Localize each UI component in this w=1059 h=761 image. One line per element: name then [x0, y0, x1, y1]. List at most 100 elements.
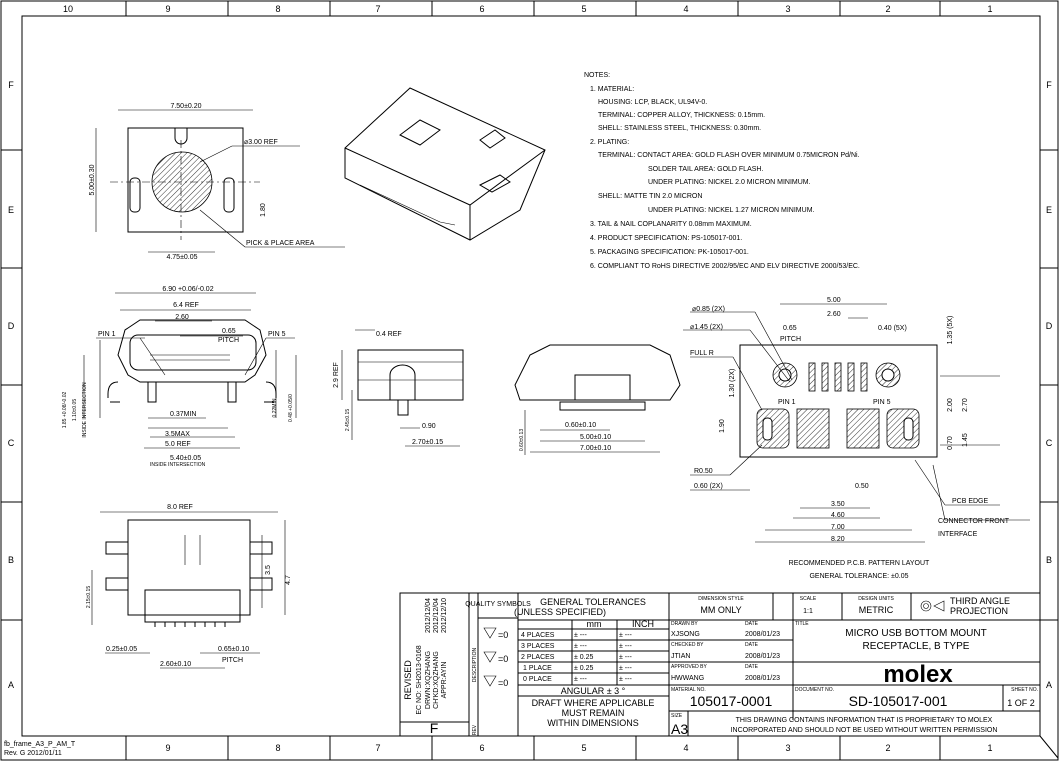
note-line: SHELL: MATTE TIN 2.0 MICRON: [598, 193, 702, 200]
dim-circle: ⌀3.00 REF: [244, 139, 278, 146]
pin1-label: PIN 1: [98, 331, 116, 338]
draft-line: MUST REMAIN: [562, 708, 625, 718]
inside-intersection-label: INSIDE INTERSECTION: [82, 382, 88, 438]
dim-d190: 1.90: [719, 419, 726, 433]
zone-row-a: A: [8, 680, 14, 690]
tolerance-mm: ± 0.25: [574, 665, 594, 672]
frame-template-name: fb_frame_A3_P_AM_T: [4, 741, 76, 748]
zone-col-3-bottom: 3: [785, 743, 790, 753]
note-line: 6. COMPLIANT TO RoHS DIRECTIVE 2002/95/E…: [590, 263, 860, 270]
notes-heading: NOTES:: [584, 72, 610, 79]
angular-tolerance: ANGULAR ± 3 °: [561, 686, 626, 696]
dim-d145b: 1.45: [962, 433, 969, 447]
zone-col-1: 1: [987, 4, 992, 14]
rev-line: EC NO: SH2013-0168: [416, 645, 423, 714]
note-line: UNDER PLATING: NICKEL 1.27 MICRON MINIMU…: [648, 207, 815, 214]
rear-view: 0.60±0.10 5.00±0.10 7.00±0.10 0.60±0.13: [514, 344, 681, 455]
tolerance-places: 4 PLACES: [521, 632, 555, 639]
dim-ref: 6.4 REF: [173, 302, 199, 309]
checked-by-label: CHECKED BY: [671, 642, 704, 648]
zone-row-b: B: [8, 555, 14, 565]
rev-date: 2012/12/10: [441, 598, 448, 633]
tolerance-places: 0 PLACE: [523, 676, 552, 683]
dim-t2: 0.48 +0.05/0: [288, 394, 294, 422]
dim-d270: 2.70±0.15: [412, 439, 443, 446]
projection-line: PROJECTION: [950, 606, 1008, 616]
title-block: REVISED EC NO: SH2013-0168 DRWN:XQZHANG …: [399, 592, 1041, 737]
tolerance-inch: ± ---: [619, 676, 632, 683]
unit-inch: INCH: [632, 619, 654, 629]
dim-pitch065: 0.65: [783, 325, 797, 332]
note-line: HOUSING: LCP, BLACK, UL94V-0.: [598, 99, 707, 106]
tolerance-places: 1 PLACE: [523, 665, 552, 672]
dim-d260: 2.60: [827, 311, 841, 318]
pcb-edge-label: PCB EDGE: [952, 498, 989, 505]
dim-d260: 2.60±0.10: [160, 661, 191, 668]
document-no: SD-105017-001: [849, 693, 948, 709]
dim-d460: 4.60: [831, 512, 845, 519]
description-label: DESCRIPTION: [472, 648, 478, 683]
dim-pins-span: 2.60: [175, 314, 189, 321]
dim-d145: ⌀1.45 (2X): [690, 324, 723, 331]
tolerance-mm: ± 0.25: [574, 654, 594, 661]
note-line: SHELL: STAINLESS STEEL, THICKNESS: 0.30m…: [598, 125, 761, 132]
zone-col-3: 3: [785, 4, 790, 14]
dim-t1: 0.22MIN: [272, 398, 278, 417]
dim-h060: 0.60±0.13: [519, 429, 525, 451]
zone-col-6-bottom: 6: [479, 743, 484, 753]
design-units-label: DESIGN UNITS: [858, 596, 894, 602]
rev-line: REVISED: [403, 660, 413, 700]
pcb-layout-view: 5.00 2.60 ⌀0.85 (2X) ⌀1.45 (2X) FULL R 0…: [683, 297, 1030, 580]
proprietary-line: THIS DRAWING CONTAINS INFORMATION THAT I…: [736, 717, 993, 724]
note-line: UNDER PLATING: NICKEL 2.0 MICRON MINIMUM…: [648, 179, 811, 186]
drawn-by-label: DRAWN BY: [671, 621, 698, 627]
zone-row-e-right: E: [1046, 205, 1052, 215]
quality-symbol-icon: =0: [483, 675, 508, 688]
zone-col-7-bottom: 7: [375, 743, 380, 753]
size-value: A3: [671, 721, 688, 737]
dim-d200: 2.00: [947, 398, 954, 412]
dim-h245: 2.45±0.15: [345, 409, 351, 431]
dim-d270: 2.70: [962, 398, 969, 412]
zone-col-2: 2: [885, 4, 890, 14]
dim-width: 7.50±0.20: [170, 103, 201, 110]
dim-d025: 0.25±0.05: [106, 646, 137, 653]
zone-col-8: 8: [275, 4, 280, 14]
note-line: 2. PLATING:: [590, 139, 629, 146]
side-view: 0.4 REF 2.9 REF 2.45±0.15 0.90 2.70±0.15: [333, 329, 464, 447]
zone-col-1-bottom: 1: [987, 743, 992, 753]
dim-d040: 0.40 (5X): [878, 325, 907, 332]
document-no-label: DOCUMENT NO.: [795, 687, 834, 693]
proprietary-line: INCORPORATED AND SHOULD NOT BE USED WITH…: [731, 727, 998, 734]
rev-date: 2012/12/04: [425, 598, 432, 633]
draft-line: WITHIN DIMENSIONS: [547, 718, 639, 728]
dim-max: 3.5MAX: [165, 431, 190, 438]
dim-d060: 0.60 (2X): [694, 483, 723, 490]
full-r-label: FULL R: [690, 350, 714, 357]
dim-h35: 3.5: [265, 565, 272, 575]
general-tolerances-label: GENERAL TOLERANCES: [540, 597, 646, 607]
unless-specified-label: (UNLESS SPECIFIED): [514, 607, 606, 617]
size-label: SIZE: [671, 713, 683, 719]
title-label: TITLE: [795, 621, 809, 627]
zone-row-b-right: B: [1046, 555, 1052, 565]
tolerance-inch: ± ---: [619, 632, 632, 639]
dim-d090: 0.90: [422, 423, 436, 430]
dim-height: 5.00±0.30: [89, 164, 96, 195]
drawing-title: MICRO USB BOTTOM MOUNT: [845, 628, 986, 639]
dimension-style: MM ONLY: [700, 605, 741, 615]
rev-line: APPR:AYIN: [441, 662, 448, 699]
sheet-no: 1 OF 2: [1007, 698, 1035, 708]
notes: NOTES: 1. MATERIAL: HOUSING: LCP, BLACK,…: [584, 72, 860, 270]
note-line: 1. MATERIAL:: [590, 86, 634, 93]
scale-label: SCALE: [800, 596, 817, 602]
tolerance-places: 2 PLACES: [521, 654, 555, 661]
dim-slot: 1.80: [260, 203, 267, 217]
interface-label: INTERFACE: [938, 531, 978, 538]
draft-line: DRAFT WHERE APPLICABLE: [532, 698, 655, 708]
pitch-label: PITCH: [780, 336, 801, 343]
dim-d700: 7.00±0.10: [580, 445, 611, 452]
zone-col-9: 9: [165, 4, 170, 14]
tolerance-mm: ± ---: [574, 676, 587, 683]
checked-date: 2008/01/23: [745, 653, 780, 660]
